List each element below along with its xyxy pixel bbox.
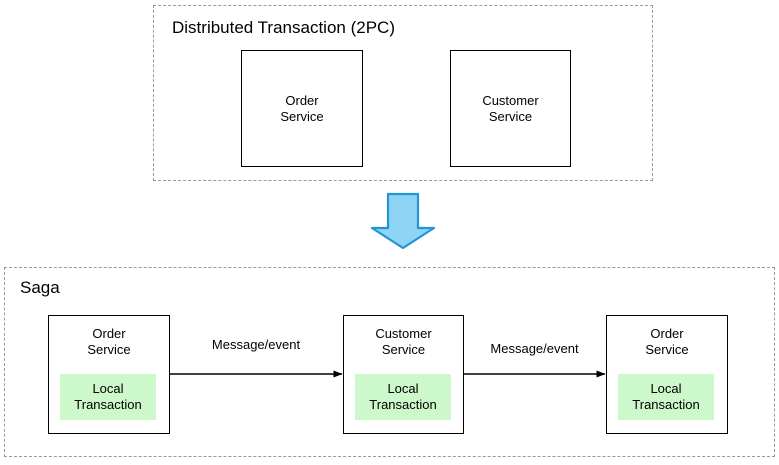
service-box-saga-customer-service[interactable]: Customer Service Local Transaction: [343, 315, 464, 434]
edge-label-customer-to-order: Message/event: [490, 341, 579, 356]
local-transaction-chip-customer: Local Transaction: [355, 374, 451, 420]
service-box-customer-service-2pc[interactable]: Customer Service: [450, 50, 571, 167]
service-label-saga-order-service-2: Order Service: [645, 326, 689, 357]
group-distributed-transaction: [153, 5, 653, 181]
service-label-customer-service-2pc: Customer Service: [482, 93, 539, 124]
service-box-saga-order-service-1[interactable]: Order Service Local Transaction: [48, 315, 170, 434]
group-saga: [4, 267, 775, 457]
edge-label-order-to-customer: Message/event: [211, 337, 301, 352]
group-title-saga: Saga: [20, 278, 60, 297]
service-box-saga-order-service-2[interactable]: Order Service Local Transaction: [606, 315, 728, 434]
local-transaction-chip-order-2: Local Transaction: [618, 374, 714, 420]
down-arrow-icon: [370, 192, 436, 250]
service-label-order-service-2pc: Order Service: [280, 93, 324, 124]
service-label-saga-order-service-1: Order Service: [87, 326, 131, 357]
service-box-order-service-2pc[interactable]: Order Service: [241, 50, 363, 167]
group-title-distributed-transaction: Distributed Transaction (2PC): [172, 18, 395, 37]
local-transaction-chip-order-1: Local Transaction: [60, 374, 156, 420]
service-label-saga-customer-service: Customer Service: [375, 326, 432, 357]
